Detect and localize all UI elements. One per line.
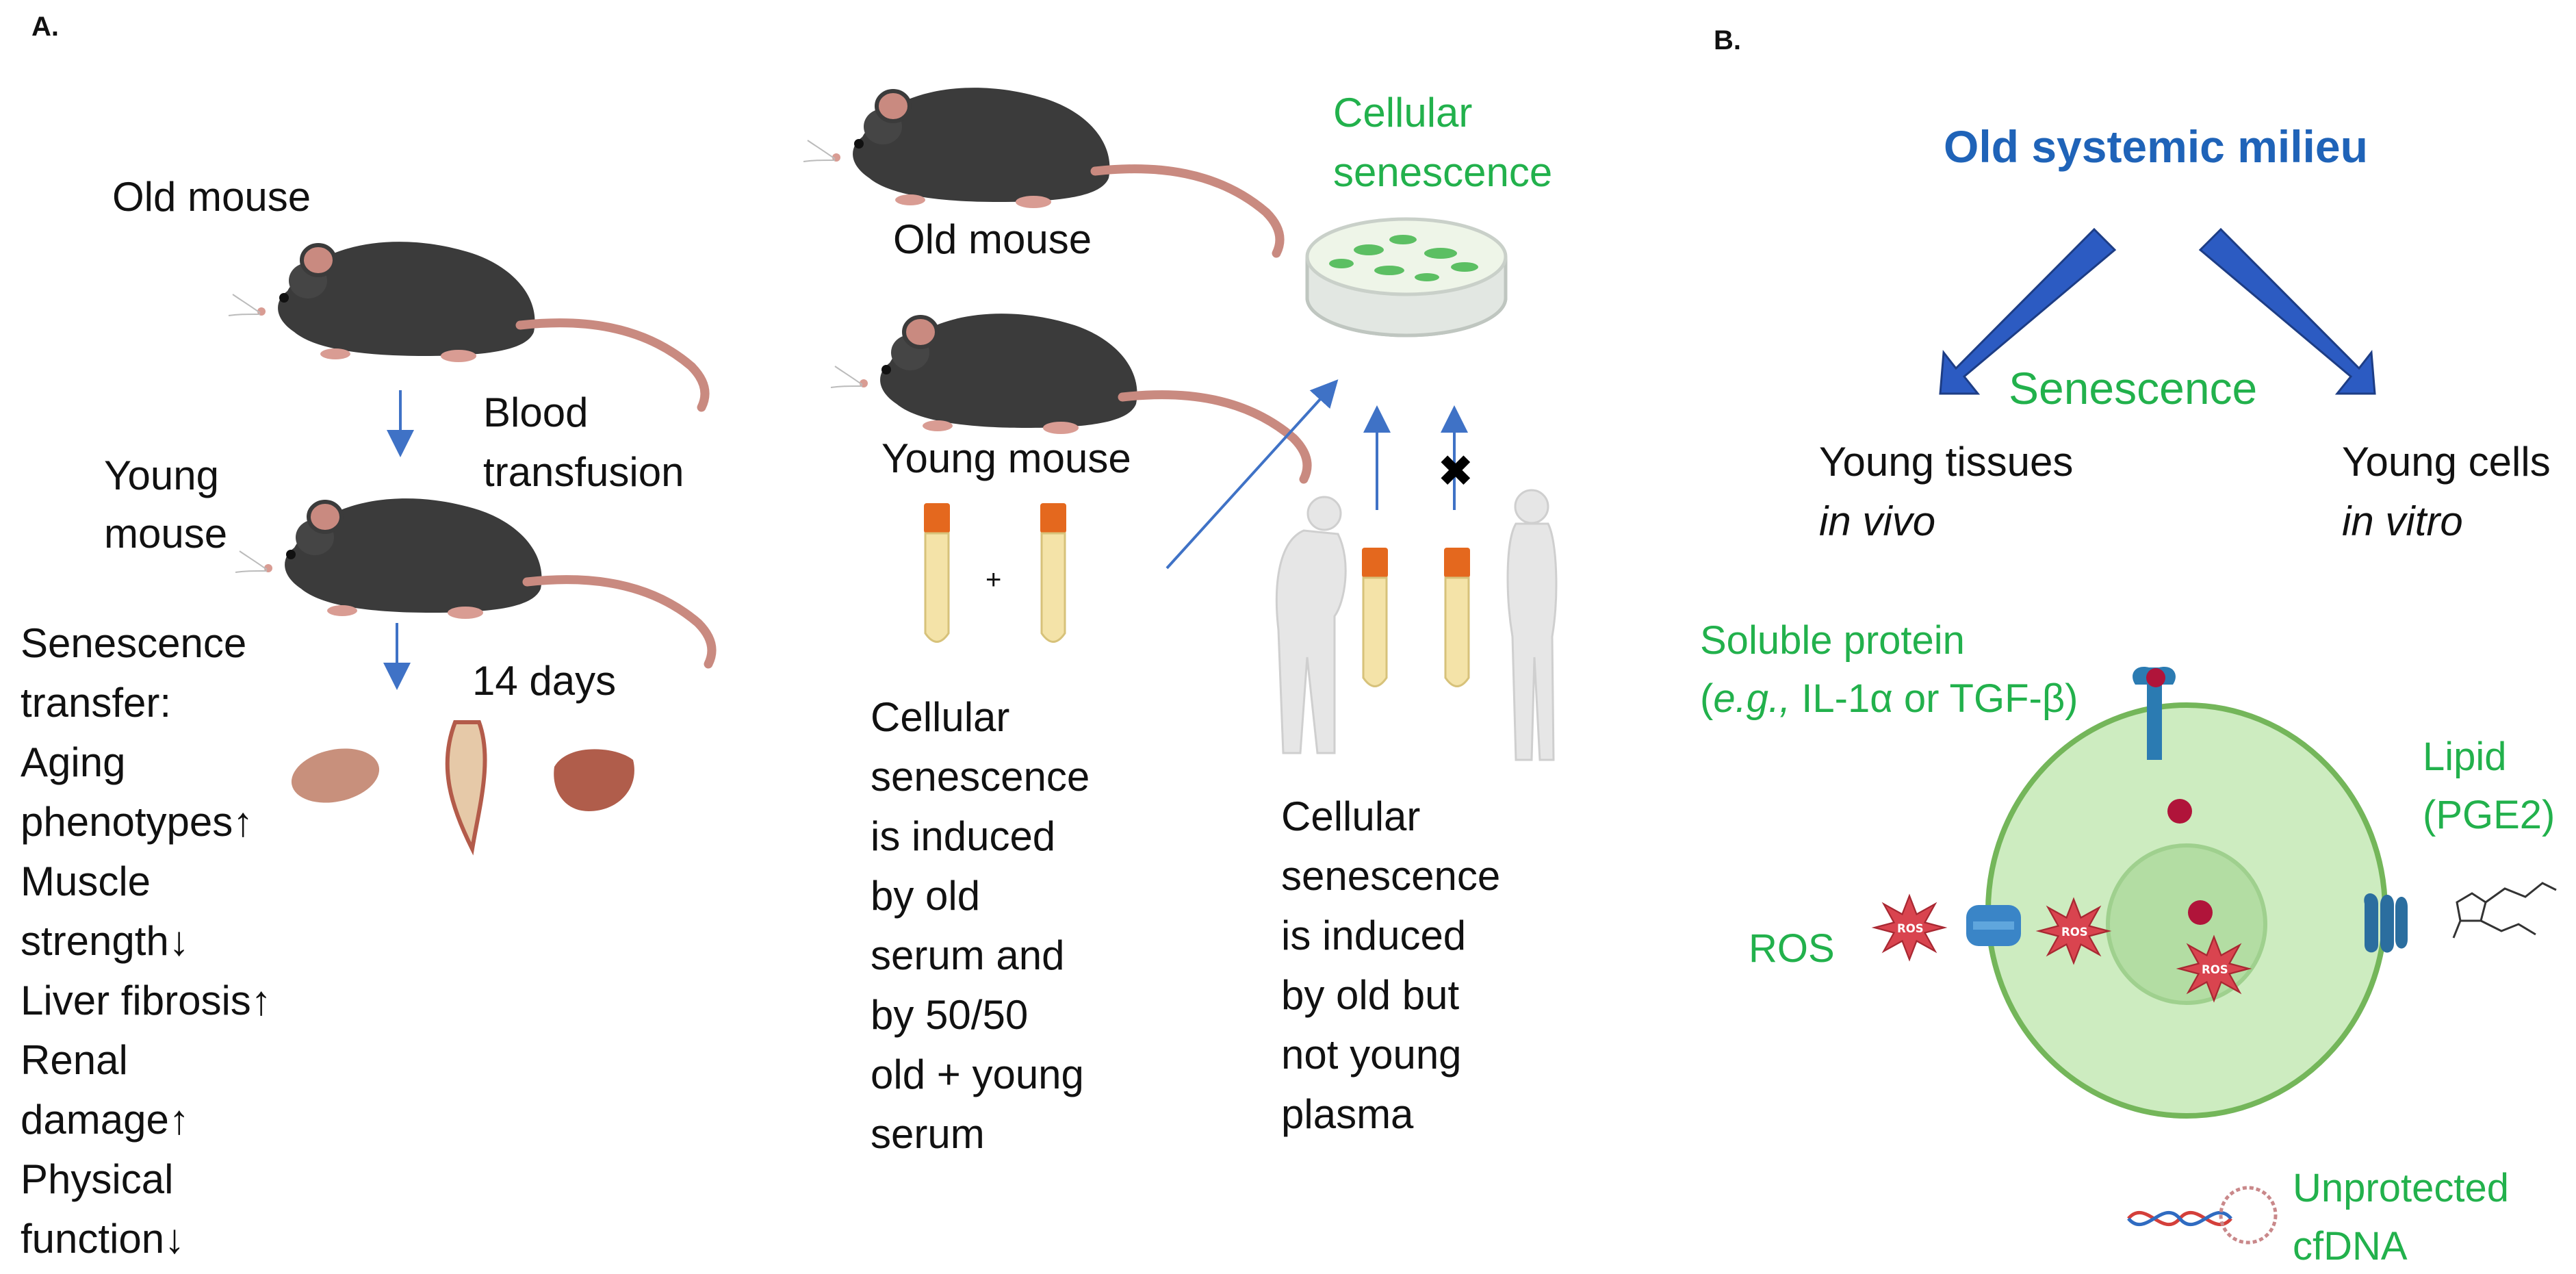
serum-result-line-4: by old: [871, 873, 980, 919]
old-mouse-image: [229, 242, 705, 407]
plasma-result-line-2: senescence: [1281, 853, 1500, 899]
young-tissues-label: Young tissues: [1819, 439, 2073, 485]
lipid-label-line-1: Lipid: [2423, 735, 2507, 779]
lipid-label-line-2: (PGE2): [2423, 793, 2555, 837]
outcome-line-6: strength↓: [21, 918, 190, 964]
senescence-label: Senescence: [2009, 363, 2257, 413]
in-vitro-label: in vitro: [2342, 498, 2463, 544]
dish-label-line-1: Cellular: [1333, 90, 1472, 136]
dna-helix-icon: [2127, 1211, 2232, 1226]
soluble-eg: e.g.,: [1713, 676, 1790, 721]
outcome-line-9: damage↑: [21, 1097, 190, 1143]
liver-icon: [554, 749, 634, 811]
petri-dish-icon: [1305, 217, 1508, 337]
serum-young-tube: [1039, 502, 1068, 643]
panel-b-title: Old systemic milieu: [1944, 121, 2368, 172]
plasma-result-line-1: Cellular: [1281, 793, 1420, 839]
ros-cytoplasm-badge: ROS: [2061, 926, 2088, 939]
old-plasma-tube: [1361, 546, 1389, 687]
outcome-line-1: Senescence: [21, 620, 246, 666]
blocked-cross-icon: ✖: [1437, 446, 1474, 497]
young-mouse-line-2: mouse: [104, 511, 227, 557]
serum-result-line-6: by 50/50: [871, 992, 1028, 1038]
plasma-result-line-4: by old but: [1281, 972, 1460, 1018]
ros-label: ROS: [1749, 926, 1835, 971]
ros-outside-icon: ROS: [1873, 895, 1946, 960]
transporter-icon: [1966, 905, 2021, 946]
outcome-line-3: Aging: [21, 739, 125, 785]
young-plasma-tube: [1443, 546, 1471, 687]
serum-result-line-3: is induced: [871, 813, 1055, 859]
serum-result-line-1: Cellular: [871, 694, 1009, 740]
outcome-line-10: Physical: [21, 1156, 173, 1202]
cytoplasm-protein-dot: [2167, 799, 2192, 824]
ros-outside-badge: ROS: [1897, 922, 1924, 935]
young-cells-label: Young cells: [2342, 439, 2551, 485]
ros-cytoplasm-icon: ROS: [2037, 898, 2110, 964]
soluble-protein-label: Soluble protein: [1700, 618, 1965, 663]
outcome-line-11: function↓: [21, 1216, 185, 1262]
old-human-figure: [1275, 496, 1347, 754]
young-mouse-line-1: Young: [104, 453, 219, 498]
outcome-line-5: Muscle: [21, 858, 151, 904]
young-mouse-image: [235, 498, 712, 664]
serum-result-line-8: serum: [871, 1111, 985, 1157]
serum-plus-sign: +: [986, 565, 1001, 595]
ros-nucleus-badge: ROS: [2202, 963, 2228, 976]
nucleus: [2106, 843, 2267, 1005]
serum-result-line-2: senescence: [871, 754, 1090, 800]
serum-old-mouse-label: Old mouse: [893, 216, 1092, 262]
lipid-receptor-icon: [2364, 893, 2408, 953]
kidney-icon: [291, 748, 380, 803]
serum-result-line-5: serum and: [871, 932, 1064, 978]
plasma-result-line-3: is induced: [1281, 913, 1466, 958]
right-branch-arrow: [2198, 227, 2376, 395]
in-vivo-label: in vivo: [1819, 498, 1935, 544]
blood-transfusion-line-1: Blood: [483, 390, 588, 435]
panel-b-label: B.: [1714, 25, 1741, 55]
soluble-examples-text: IL-1α or TGF-β): [1790, 676, 2078, 721]
panel-a-label: A.: [31, 12, 59, 42]
cell-diagram: ROS ROS ROS: [1873, 667, 2557, 1119]
cfdna-line-1: Unprotected: [2293, 1166, 2509, 1210]
plasma-result-line-5: not young: [1281, 1032, 1462, 1078]
muscle-icon: [445, 720, 487, 856]
dish-label-line-2: senescence: [1333, 149, 1552, 195]
pge2-structure-icon: [2452, 882, 2557, 939]
outcome-line-2: transfer:: [21, 680, 171, 726]
outcome-line-8: Renal: [21, 1037, 128, 1083]
serum-old-tube: [923, 502, 951, 643]
serum-young-mouse-label: Young mouse: [881, 435, 1131, 481]
young-human-figure: [1506, 489, 1558, 761]
serum-to-dish-arrow: [1165, 379, 1339, 570]
left-branch-arrow: [1939, 227, 2117, 395]
nucleus-protein-dot: [2188, 900, 2213, 925]
serum-result-line-7: old + young: [871, 1052, 1084, 1097]
outcome-line-4: phenotypes↑: [21, 799, 253, 845]
soluble-protein-examples: (e.g., IL-1α or TGF-β): [1700, 676, 2078, 721]
fourteen-days-label: 14 days: [472, 658, 616, 704]
receptor-icon: [2133, 667, 2176, 760]
cfdna-line-2: cfDNA: [2293, 1224, 2408, 1269]
cfdna-circle-icon: [2219, 1186, 2278, 1245]
plasma-result-line-6: plasma: [1281, 1091, 1414, 1137]
old-mouse-label: Old mouse: [112, 174, 311, 220]
ros-nucleus-icon: ROS: [2178, 936, 2250, 1002]
outcome-line-7: Liver fibrosis↑: [21, 978, 272, 1023]
blood-transfusion-line-2: transfusion: [483, 449, 684, 495]
